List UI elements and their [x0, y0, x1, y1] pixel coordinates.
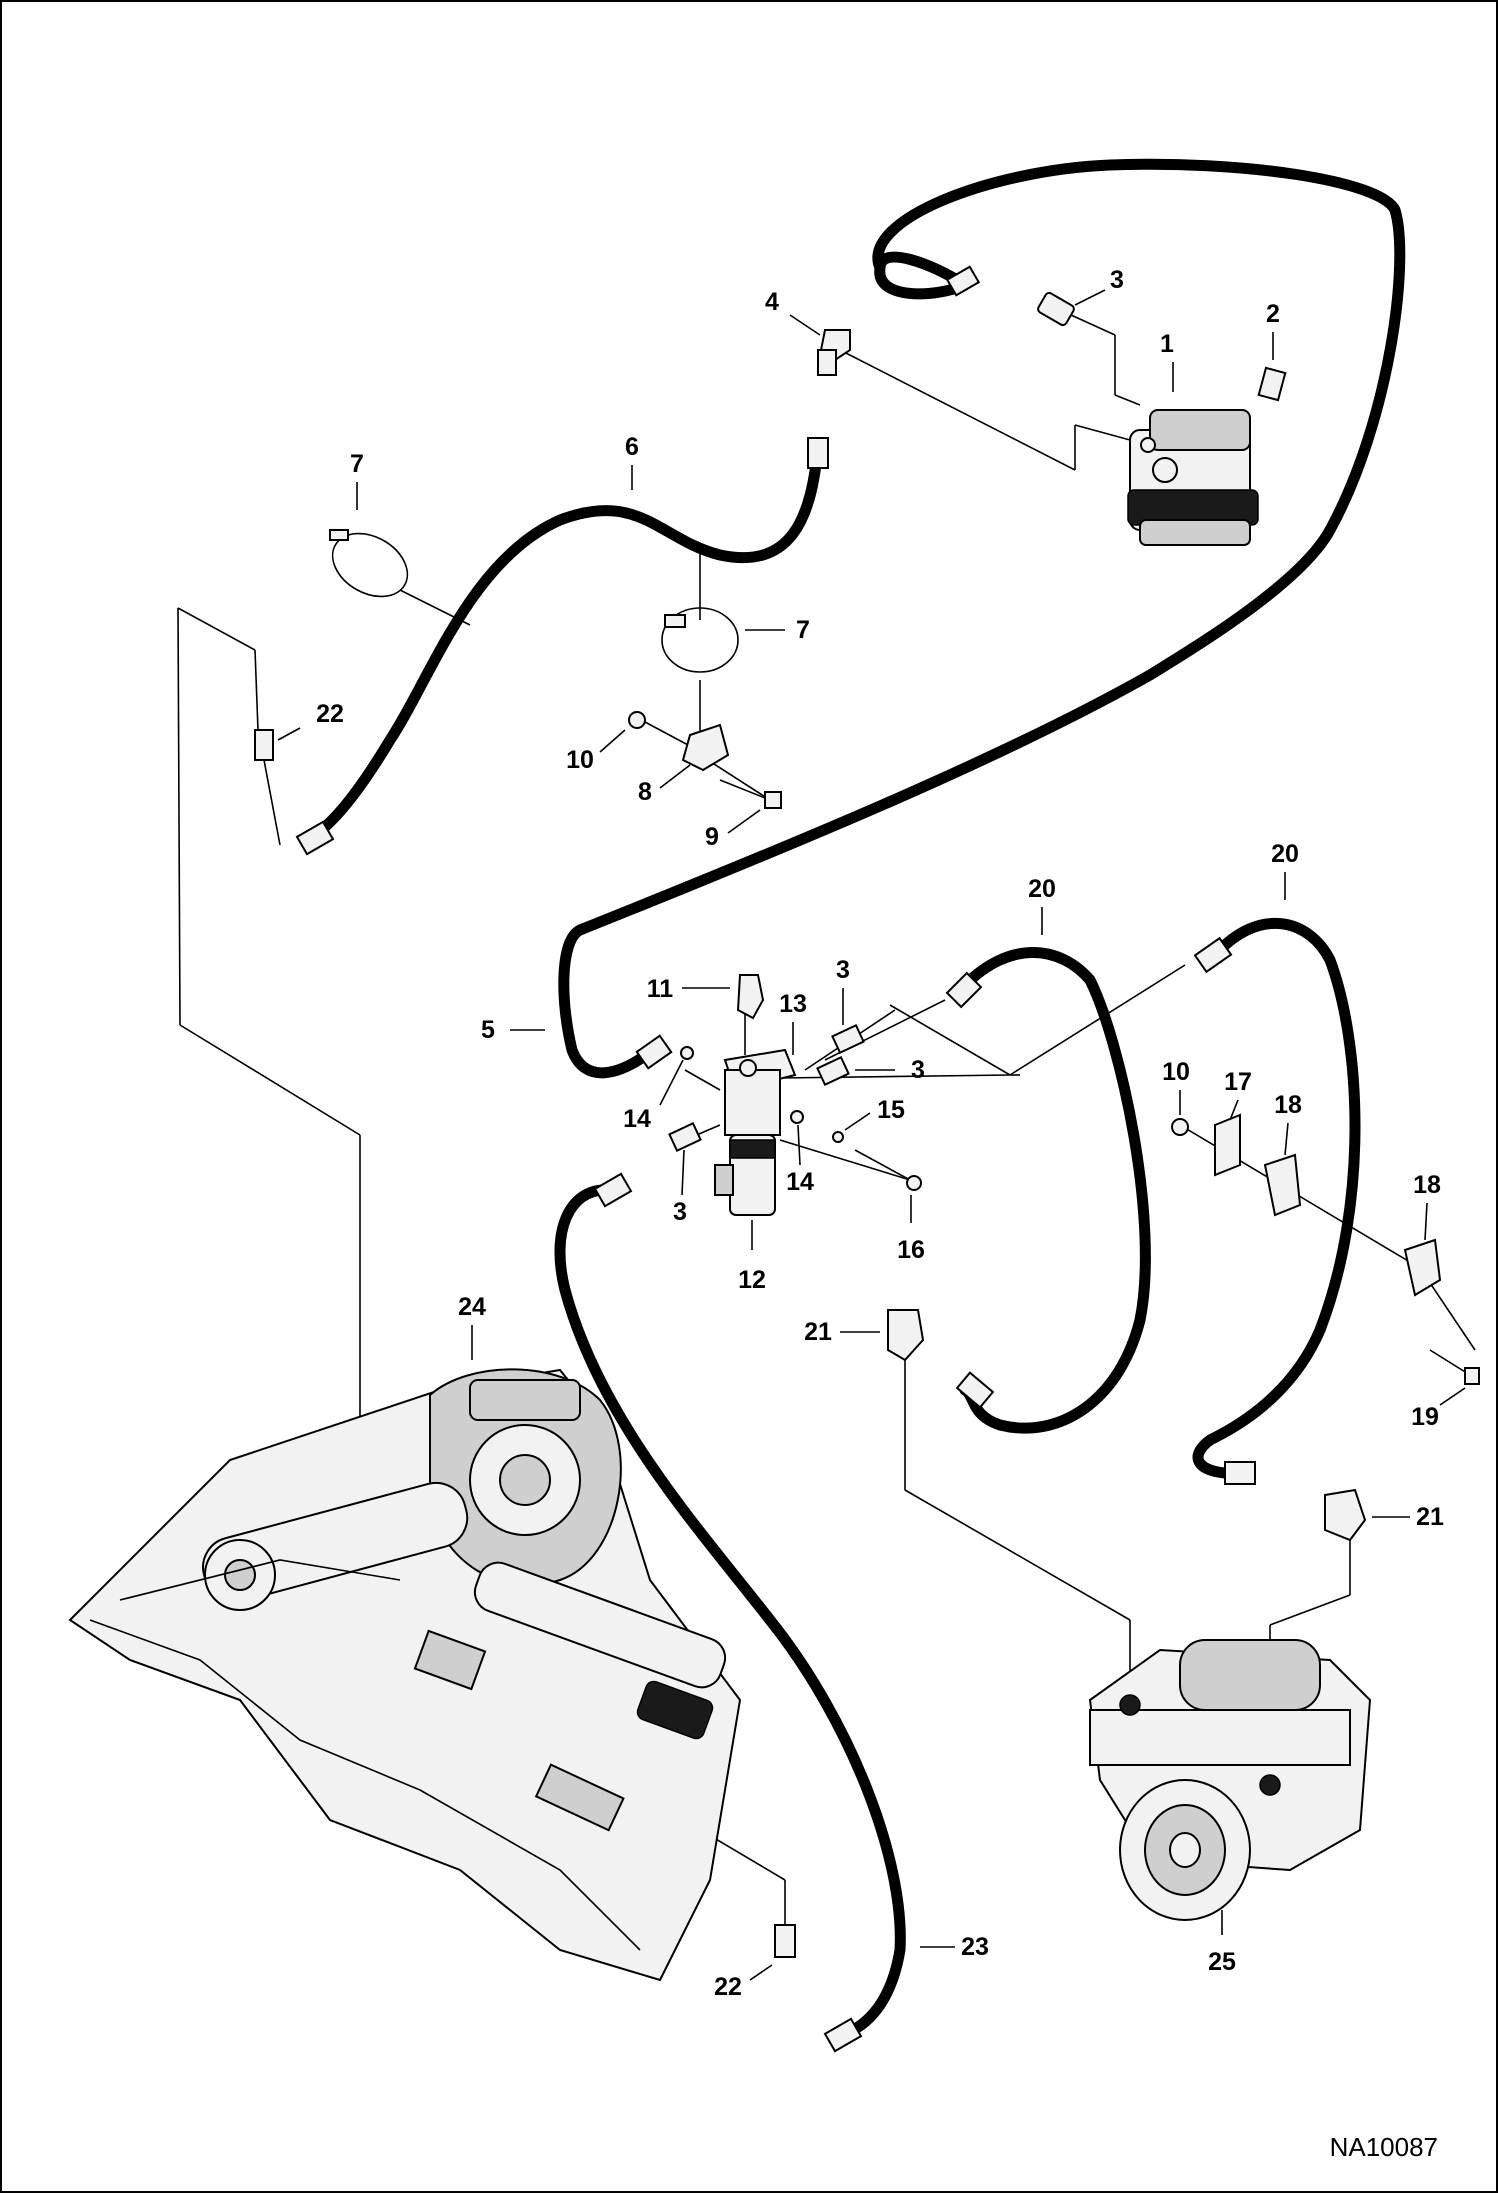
- callout-18-top: 18: [1274, 1091, 1302, 1119]
- hose-6: [299, 439, 824, 846]
- bolt-19: [1429, 1349, 1480, 1385]
- callout-5: 5: [481, 1016, 495, 1044]
- oring-14-a: [680, 1046, 694, 1060]
- clamp-18-bottom: [1403, 1238, 1442, 1297]
- solenoid-12: [714, 1134, 776, 1216]
- callout-3-b: 3: [836, 956, 850, 984]
- callout-3-top: 3: [1110, 266, 1124, 294]
- callout-15: 15: [877, 1096, 905, 1124]
- motor-mount-25: [1088, 1639, 1372, 1921]
- nut-10-top: [628, 711, 646, 729]
- clamp-18-top: [1263, 1153, 1302, 1217]
- clamp-7-right: [661, 607, 739, 673]
- callout-9: 9: [705, 823, 719, 851]
- fitting-22-bottom: [774, 1924, 796, 1958]
- callout-3-d: 3: [673, 1198, 687, 1226]
- leader-lines: [177, 309, 1476, 1925]
- callout-25: 25: [1208, 1948, 1236, 1976]
- hose-20-left: [959, 947, 1151, 1434]
- elbow-21-bottom: [1324, 1488, 1367, 1542]
- callout-2: 2: [1266, 300, 1280, 328]
- callout-1: 1: [1160, 330, 1174, 358]
- callout-11: 11: [647, 975, 674, 1003]
- washer-15: [832, 1131, 844, 1143]
- fitting-3-c: [668, 1122, 702, 1152]
- callout-24: 24: [458, 1293, 486, 1321]
- clamp-7-left: [329, 529, 409, 598]
- callout-7-right: 7: [796, 616, 810, 644]
- bracket-8: [681, 723, 730, 772]
- callout-19: 19: [1411, 1403, 1439, 1431]
- hose-23: [554, 1184, 906, 2041]
- callout-21-bottom: 21: [1416, 1503, 1444, 1531]
- callout-14-right: 14: [786, 1168, 814, 1196]
- nut-10-right: [1171, 1118, 1189, 1136]
- callout-labels: 1 2 3 4 5 6 7 7 8 9 10 10 11 12 13 14 14…: [277, 266, 1466, 2001]
- drawing-number: NA10087: [1329, 2132, 1438, 2162]
- valve-block-13: [723, 1048, 797, 1136]
- elbow-4: [817, 329, 851, 376]
- callout-8: 8: [638, 778, 652, 806]
- callout-10-top: 10: [566, 746, 594, 774]
- callout-4: 4: [765, 288, 779, 316]
- plug-2: [1257, 366, 1287, 402]
- fitting-22-top: [254, 729, 274, 761]
- callout-23: 23: [961, 1933, 989, 1961]
- callout-3-c: 3: [911, 1056, 925, 1084]
- hose-20-right: [1192, 917, 1361, 1479]
- drive-assembly-24: [68, 1368, 742, 1982]
- oring-14-b: [790, 1110, 804, 1124]
- callout-12: 12: [738, 1266, 766, 1294]
- callout-13: 13: [779, 990, 807, 1018]
- callout-18-right: 18: [1413, 1171, 1441, 1199]
- hose-5: [558, 158, 1406, 1079]
- motor-assembly: [1127, 409, 1259, 546]
- callout-22-top: 22: [316, 700, 344, 728]
- callout-10-right: 10: [1162, 1058, 1190, 1086]
- fitting-3-a: [831, 1024, 865, 1054]
- callout-7-left: 7: [350, 450, 364, 478]
- fitting-3-b: [816, 1056, 850, 1086]
- callout-20-mid: 20: [1028, 875, 1056, 903]
- callout-14-left: 14: [623, 1105, 651, 1133]
- hose-end-fittings: [295, 265, 1256, 2053]
- callout-16: 16: [897, 1236, 925, 1264]
- callout-6: 6: [625, 433, 639, 461]
- callout-17: 17: [1224, 1068, 1252, 1096]
- callout-20-right: 20: [1271, 840, 1299, 868]
- callout-22-bottom: 22: [714, 1973, 742, 2001]
- callout-21-top: 21: [804, 1318, 832, 1346]
- elbow-21-top: [887, 1309, 925, 1362]
- bolt-9: [719, 779, 782, 809]
- fitting-3-top: [1037, 291, 1075, 327]
- elbow-11: [736, 974, 765, 1020]
- plate-17: [1214, 1113, 1241, 1177]
- bolt-16: [854, 1149, 922, 1191]
